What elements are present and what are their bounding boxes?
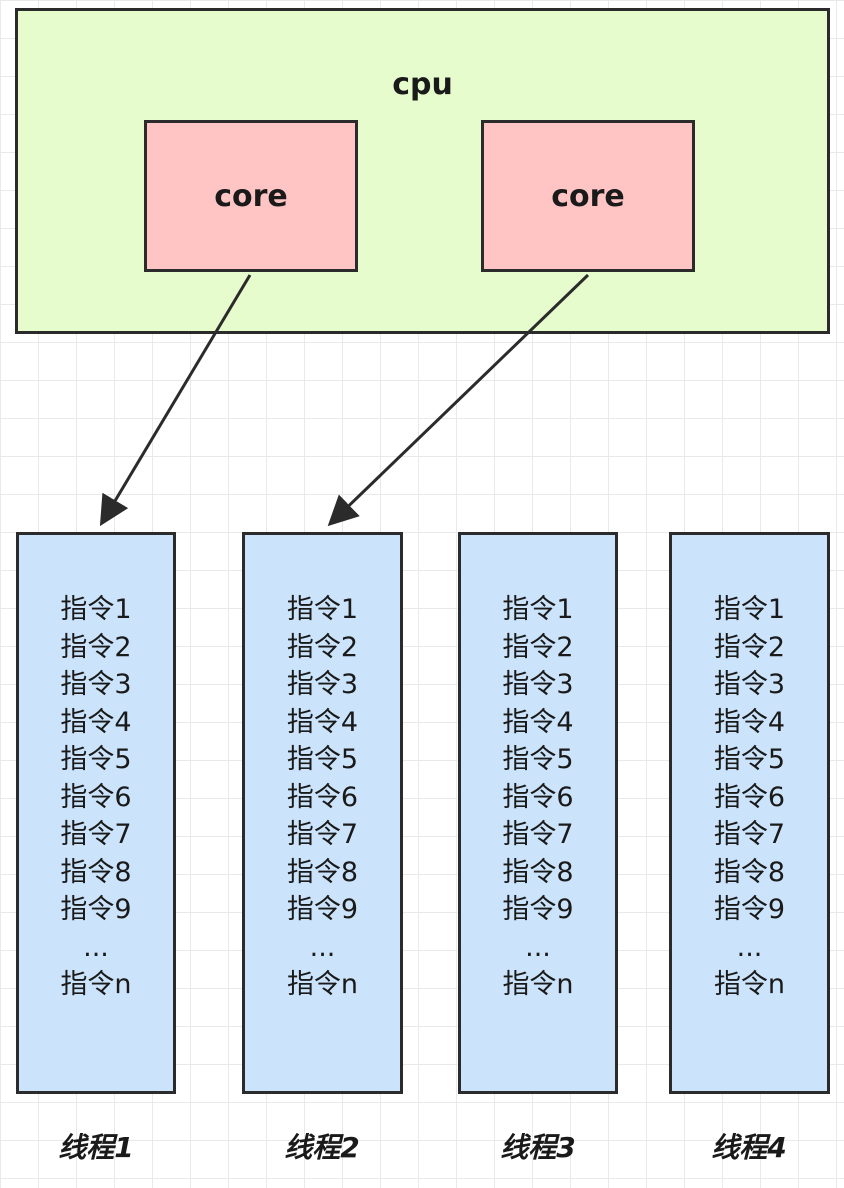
instruction-item: 指令7 — [286, 819, 359, 850]
instruction-item: 指令n — [286, 969, 359, 1000]
instruction-item: 指令2 — [713, 631, 786, 663]
instruction-item: 指令8 — [60, 856, 132, 888]
arrow-core1-to-thread1 — [99, 274, 252, 527]
instruction-item: 指令6 — [60, 781, 132, 813]
instruction-item: 指令8 — [713, 856, 786, 888]
instruction-item: 指令1 — [286, 594, 359, 625]
instruction-item: 指令7 — [713, 819, 786, 850]
instruction-item: 指令n — [60, 969, 132, 1000]
instruction-list: 指令1 指令2 指令3 指令4 指令5 指令6 指令7 指令8 指令9 ... … — [461, 591, 615, 1004]
instruction-item: ... — [309, 931, 336, 963]
instruction-item: 指令2 — [60, 631, 132, 663]
instruction-item: 指令5 — [713, 744, 786, 775]
thread-box-4: 指令1 指令2 指令3 指令4 指令5 指令6 指令7 指令8 指令9 ... … — [669, 532, 830, 1094]
thread-box-2: 指令1 指令2 指令3 指令4 指令5 指令6 指令7 指令8 指令9 ... … — [242, 532, 403, 1094]
instruction-item: 指令7 — [60, 819, 132, 850]
arrow-core2-to-thread2 — [327, 273, 590, 527]
instruction-item: 指令5 — [286, 744, 359, 775]
instruction-item: 指令8 — [502, 856, 574, 888]
instruction-item: 指令3 — [713, 669, 786, 700]
instruction-item: 指令1 — [502, 594, 574, 625]
core-box-2: core — [481, 120, 695, 272]
thread-label-3: 线程3 — [500, 1131, 576, 1164]
instruction-item: 指令5 — [60, 744, 132, 775]
instruction-item: 指令n — [502, 969, 574, 1000]
core-label: core — [214, 178, 288, 214]
instruction-item: ... — [83, 931, 109, 963]
instruction-item: 指令8 — [286, 856, 359, 888]
instruction-item: 指令6 — [502, 781, 574, 813]
thread-box-3: 指令1 指令2 指令3 指令4 指令5 指令6 指令7 指令8 指令9 ... … — [458, 532, 618, 1094]
instruction-item: ... — [736, 931, 763, 963]
core-label: core — [551, 178, 625, 214]
thread-label-2: 线程2 — [284, 1131, 360, 1164]
instruction-item: 指令4 — [286, 706, 359, 738]
instruction-list: 指令1 指令2 指令3 指令4 指令5 指令6 指令7 指令8 指令9 ... … — [672, 591, 827, 1004]
instruction-item: 指令6 — [286, 781, 359, 813]
instruction-item: 指令6 — [713, 781, 786, 813]
instruction-item: 指令2 — [502, 631, 574, 663]
instruction-item: 指令9 — [286, 894, 359, 925]
instruction-item: 指令1 — [713, 594, 786, 625]
instruction-item: 指令3 — [286, 669, 359, 700]
instruction-item: 指令4 — [502, 706, 574, 738]
instruction-item: 指令1 — [60, 594, 132, 625]
instruction-item: ... — [525, 931, 551, 963]
instruction-item: 指令9 — [60, 894, 132, 925]
instruction-item: 指令4 — [60, 706, 132, 738]
core-box-1: core — [144, 120, 358, 272]
cpu-label: cpu — [392, 67, 453, 102]
instruction-item: 指令3 — [502, 669, 574, 700]
instruction-item: 指令9 — [713, 894, 786, 925]
instruction-item: 指令9 — [502, 894, 574, 925]
instruction-item: 指令n — [713, 969, 786, 1000]
instruction-item: 指令3 — [60, 669, 132, 700]
thread-label-4: 线程4 — [711, 1131, 787, 1164]
instruction-list: 指令1 指令2 指令3 指令4 指令5 指令6 指令7 指令8 指令9 ... … — [19, 591, 173, 1004]
instruction-item: 指令5 — [502, 744, 574, 775]
thread-box-1: 指令1 指令2 指令3 指令4 指令5 指令6 指令7 指令8 指令9 ... … — [16, 532, 176, 1094]
instruction-item: 指令7 — [502, 819, 574, 850]
instruction-list: 指令1 指令2 指令3 指令4 指令5 指令6 指令7 指令8 指令9 ... … — [245, 591, 400, 1004]
instruction-item: 指令2 — [286, 631, 359, 663]
thread-label-1: 线程1 — [58, 1131, 134, 1164]
instruction-item: 指令4 — [713, 706, 786, 738]
